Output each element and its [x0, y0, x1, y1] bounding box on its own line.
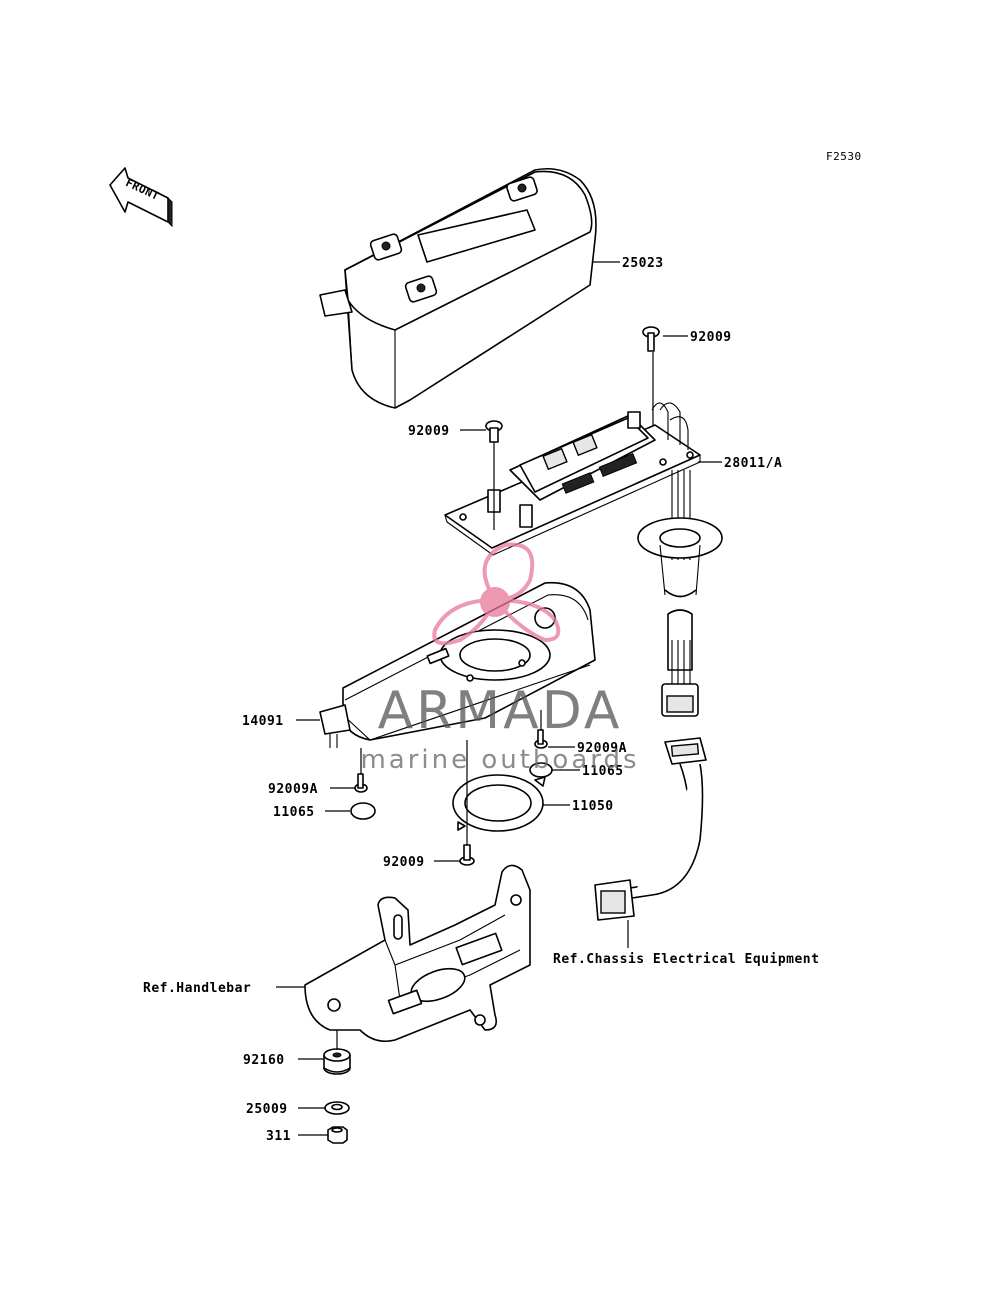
label-11065-right: 11065 — [582, 764, 624, 779]
wire-harness-part — [637, 470, 723, 717]
meter-cover-part — [319, 167, 597, 409]
screw-92009A-left-part — [354, 773, 368, 793]
bracket-part — [304, 864, 531, 1043]
label-92009A-left: 92009A — [268, 782, 318, 797]
gasket-part — [452, 774, 546, 832]
diagram-code: F2530 — [826, 150, 862, 163]
screw-92009-left-part — [485, 420, 503, 443]
label-92009-left: 92009 — [408, 424, 450, 439]
screw-92009-bottom-part — [459, 844, 475, 866]
nut-311-part — [327, 1126, 348, 1144]
label-11050: 11050 — [572, 799, 614, 814]
watermark-brand: ARMADA — [378, 681, 623, 741]
front-arrow-icon: FRONT — [109, 167, 173, 228]
label-14091: 14091 — [242, 714, 284, 729]
leader-lines — [276, 261, 722, 1136]
washer-11065-left-part — [350, 802, 376, 820]
label-25023: 25023 — [622, 256, 664, 271]
watermark-tagline: marine outboards — [360, 745, 639, 775]
meter-case-part — [319, 581, 596, 748]
label-92009-bottom: 92009 — [383, 855, 425, 870]
screw-92009-top-part — [642, 326, 660, 352]
label-ref-handlebar: Ref.Handlebar — [143, 981, 251, 996]
damper-part — [323, 1048, 351, 1075]
label-ref-chassis: Ref.Chassis Electrical Equipment — [553, 952, 819, 967]
watermark: ARMADA marine outboards — [360, 542, 639, 775]
meter-assembly-part — [444, 402, 701, 556]
label-11065-left: 11065 — [273, 805, 315, 820]
propeller-logo-icon — [432, 542, 561, 646]
label-25009: 25009 — [246, 1102, 288, 1117]
label-28011-a: 28011/A — [724, 456, 782, 471]
label-311: 311 — [266, 1129, 291, 1144]
label-92160: 92160 — [243, 1053, 285, 1068]
washer-25009-part — [324, 1101, 350, 1115]
chassis-connector-part — [594, 737, 707, 921]
label-92009A-right: 92009A — [577, 741, 627, 756]
label-92009-top: 92009 — [690, 330, 732, 345]
